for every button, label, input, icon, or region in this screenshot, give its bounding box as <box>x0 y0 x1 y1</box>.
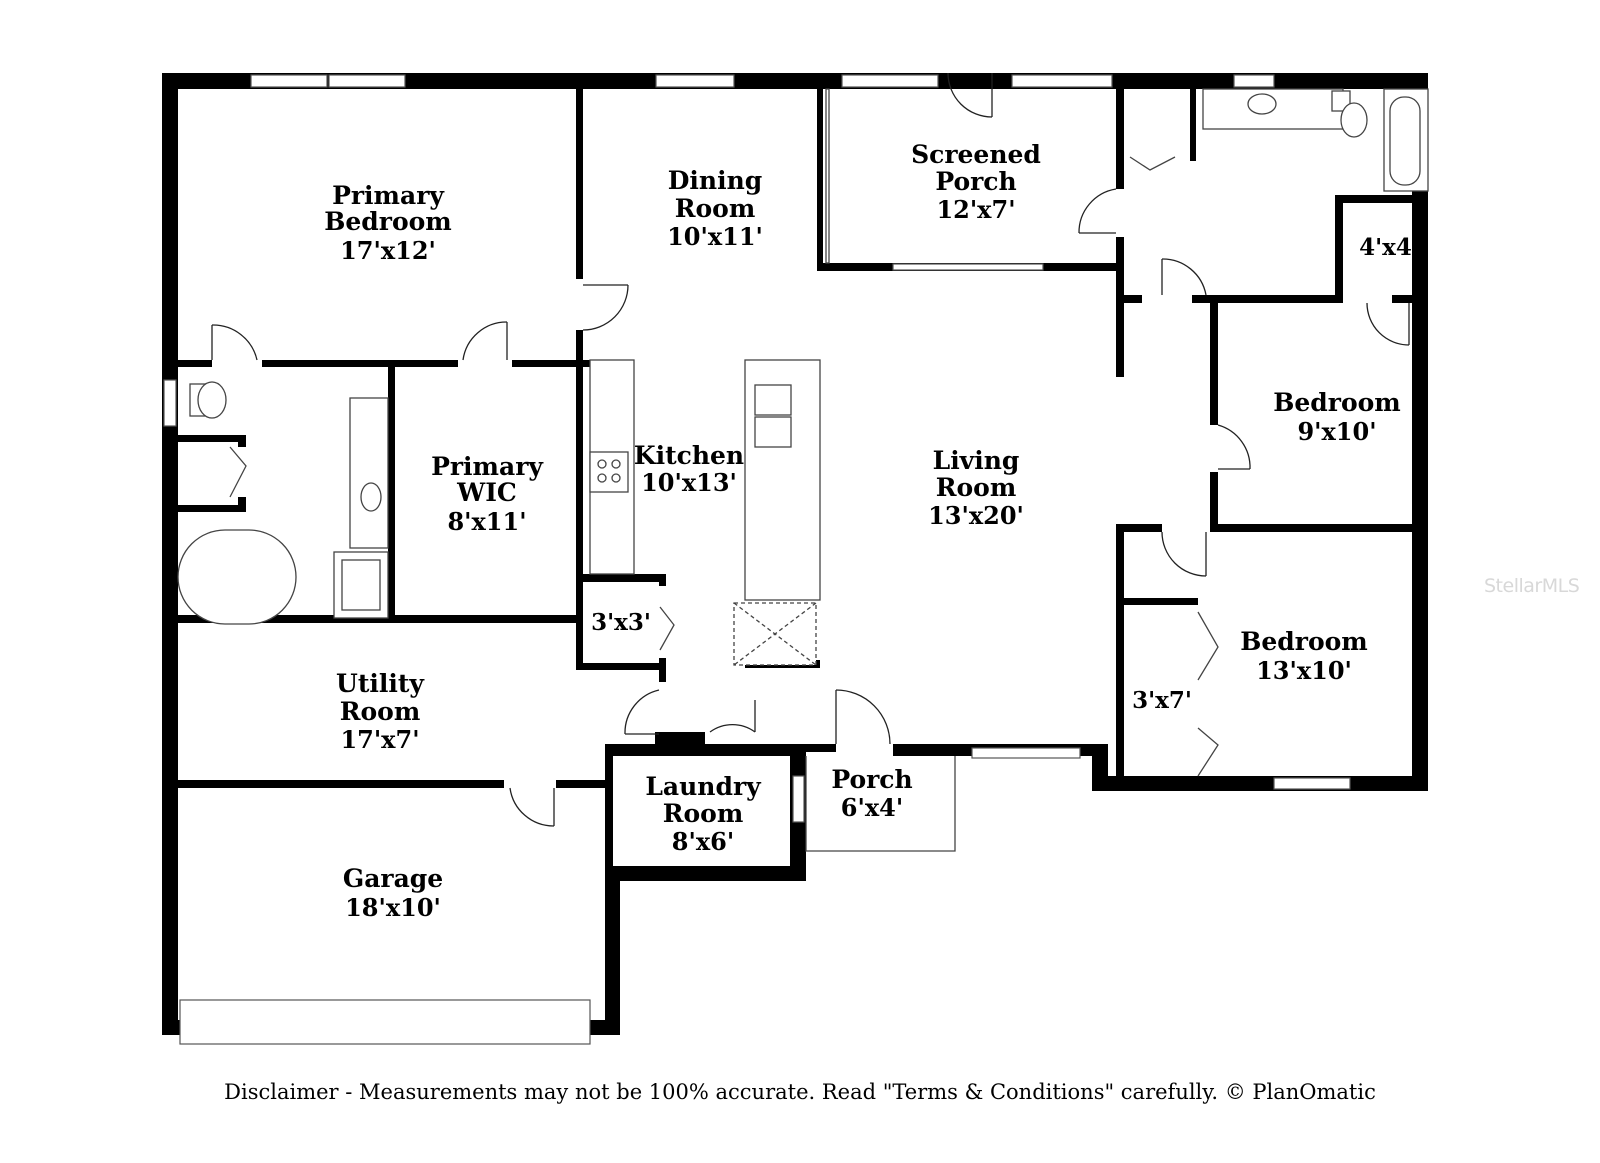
screened-porch-size: 12'x7' <box>936 195 1015 224</box>
room-kitchen: Kitchen 10'x13' <box>634 441 744 497</box>
screened-porch-name-line1: Screened <box>911 140 1041 169</box>
pantry-3x3-size: 3'x3' <box>591 609 651 636</box>
laundry-room-name-line1: Laundry <box>645 772 762 801</box>
primary-bedroom-name-line1: Primary <box>332 181 445 210</box>
closet-4x4-size: 4'x4' <box>1359 234 1419 261</box>
primary-bedroom-size: 17'x12' <box>340 236 436 265</box>
windows <box>163 74 1351 1045</box>
room-closet-3x7: 3'x7' <box>1132 687 1192 714</box>
primary-bedroom-name-line2: Bedroom <box>324 207 452 236</box>
disclaimer-text: Disclaimer - Measurements may not be 100… <box>224 1080 1376 1104</box>
living-room-size: 13'x20' <box>928 501 1024 530</box>
room-utility-room: Utility Room 17'x7' <box>336 669 425 754</box>
room-bedroom-2: Bedroom 9'x10' <box>1273 388 1401 446</box>
dining-room-name-line2: Room <box>675 194 756 223</box>
room-living-room: Living Room 13'x20' <box>928 446 1024 530</box>
room-screened-porch: Screened Porch 12'x7' <box>911 140 1041 224</box>
bedroom-3-size: 13'x10' <box>1256 656 1352 685</box>
utility-room-name-line2: Room <box>340 697 421 726</box>
stellarmls-watermark: StellarMLS <box>1484 575 1580 597</box>
fixtures <box>177 88 1429 852</box>
dining-room-size: 10'x11' <box>667 222 763 251</box>
primary-wic-size: 8'x11' <box>447 507 526 536</box>
bedroom-3-name: Bedroom <box>1240 627 1368 656</box>
garage-size: 18'x10' <box>345 893 441 922</box>
porch-size: 6'x4' <box>841 793 903 822</box>
room-dining-room: Dining Room 10'x11' <box>667 166 763 251</box>
kitchen-name: Kitchen <box>634 441 744 470</box>
room-closet-4x4: 4'x4' <box>1359 234 1419 261</box>
room-primary-bedroom: Primary Bedroom 17'x12' <box>324 181 452 265</box>
utility-room-name-line1: Utility <box>336 669 425 698</box>
room-porch: Porch 6'x4' <box>831 765 912 822</box>
living-room-name-line2: Room <box>936 473 1017 502</box>
dining-room-name-line1: Dining <box>668 166 763 195</box>
utility-room-size: 17'x7' <box>340 725 419 754</box>
garage-name: Garage <box>343 864 443 893</box>
room-laundry-room: Laundry Room 8'x6' <box>645 772 762 856</box>
room-bedroom-3: Bedroom 13'x10' <box>1240 627 1368 685</box>
laundry-room-size: 8'x6' <box>672 827 734 856</box>
living-room-name-line1: Living <box>933 446 1020 475</box>
screened-porch-name-line2: Porch <box>935 167 1016 196</box>
room-primary-wic: Primary WIC 8'x11' <box>431 452 544 536</box>
bedroom-2-name: Bedroom <box>1273 388 1401 417</box>
doors <box>211 72 1410 827</box>
room-garage: Garage 18'x10' <box>343 864 443 922</box>
primary-wic-name-line1: Primary <box>431 452 544 481</box>
room-pantry-3x3: 3'x3' <box>591 609 651 636</box>
laundry-room-name-line2: Room <box>663 799 744 828</box>
bedroom-2-size: 9'x10' <box>1297 417 1376 446</box>
porch-name: Porch <box>831 765 912 794</box>
kitchen-size: 10'x13' <box>641 468 737 497</box>
closet-3x7-size: 3'x7' <box>1132 687 1192 714</box>
primary-wic-name-line2: WIC <box>456 478 517 507</box>
interior-walls <box>178 89 1428 881</box>
